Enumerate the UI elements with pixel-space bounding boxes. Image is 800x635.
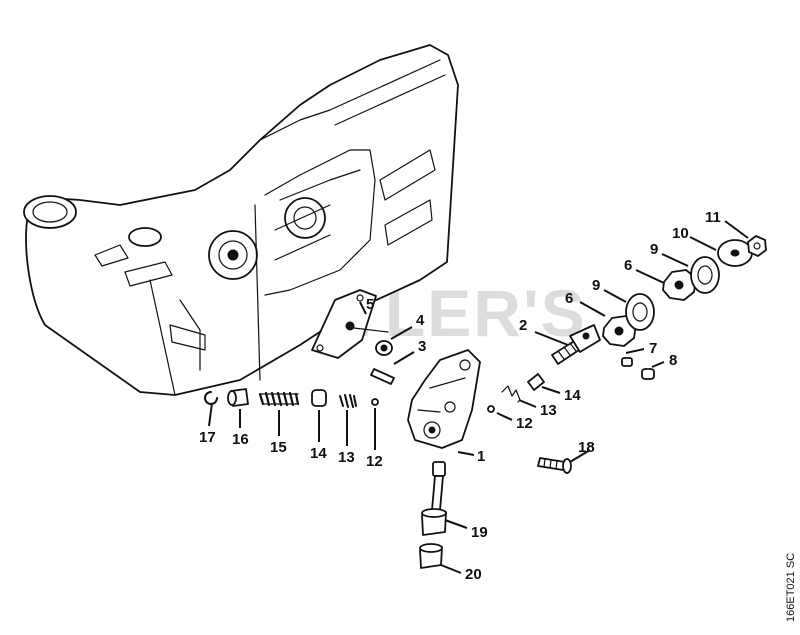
part-6-star-washer-lower xyxy=(602,315,637,347)
callout-14a: 14 xyxy=(310,445,327,462)
callout-19: 19 xyxy=(471,524,488,541)
leader-7 xyxy=(625,348,645,354)
callout-13a: 13 xyxy=(338,449,355,466)
callout-5: 5 xyxy=(366,296,374,313)
part-13-spring-right xyxy=(501,385,521,403)
part-14-pin-left xyxy=(311,389,327,407)
part-15-spring xyxy=(258,391,300,407)
callout-20: 20 xyxy=(465,566,482,583)
part-19-suction-hose xyxy=(421,461,447,536)
part-13-spring-left xyxy=(339,394,357,408)
leader-4 xyxy=(390,326,413,340)
callout-6b: 6 xyxy=(624,257,632,274)
leader-17 xyxy=(208,402,213,427)
part-20-filter xyxy=(419,543,443,569)
part-18-screw xyxy=(537,457,572,474)
callout-10: 10 xyxy=(672,225,689,242)
leader-1 xyxy=(457,451,475,456)
part-3-pin xyxy=(370,368,395,385)
part-9-thrust-washer-lower xyxy=(625,293,655,331)
callout-14b: 14 xyxy=(564,387,581,404)
drawing-code: 166ET021 SC xyxy=(785,553,797,622)
part-1-pump-housing xyxy=(407,349,481,449)
part-12-ball-left xyxy=(371,398,379,406)
leader-10 xyxy=(689,236,717,251)
callout-12b: 12 xyxy=(516,415,533,432)
part-12-ball-right xyxy=(487,405,495,413)
part-9-thrust-washer-upper xyxy=(690,256,720,294)
leader-12b xyxy=(496,412,513,421)
leader-6b xyxy=(635,269,665,284)
callout-labels: 1 2 3 4 5 6 6 7 8 9 9 10 11 12 12 13 13 … xyxy=(199,209,721,583)
leader-20 xyxy=(440,564,462,574)
leader-9a xyxy=(603,289,627,303)
callout-9b: 9 xyxy=(650,241,658,258)
leader-13b xyxy=(518,399,537,408)
callout-13b: 13 xyxy=(540,402,557,419)
leader-11 xyxy=(724,220,749,239)
part-4-washer xyxy=(375,340,393,356)
callout-4: 4 xyxy=(416,312,425,329)
callout-7: 7 xyxy=(649,340,657,357)
part-7-set-screw xyxy=(621,357,633,367)
part-10-washer xyxy=(717,239,753,267)
leader-5 xyxy=(359,301,367,315)
callout-9a: 9 xyxy=(592,277,600,294)
part-8-plug xyxy=(641,368,655,380)
callout-6a: 6 xyxy=(565,290,573,307)
callout-11: 11 xyxy=(705,209,721,226)
callout-12a: 12 xyxy=(366,453,383,470)
callout-16: 16 xyxy=(232,431,249,448)
part-14-pin-right xyxy=(527,373,545,391)
part-5-pump-plate xyxy=(311,289,389,359)
leader-6a xyxy=(579,301,606,317)
leader-14b xyxy=(541,386,561,394)
part-11-nut xyxy=(747,235,767,257)
callout-8: 8 xyxy=(669,352,677,369)
leader-lines xyxy=(208,220,749,574)
callout-3: 3 xyxy=(418,338,426,355)
callout-1: 1 xyxy=(477,448,485,465)
callout-2: 2 xyxy=(519,317,527,334)
callout-15: 15 xyxy=(270,439,287,456)
leader-9b xyxy=(661,253,689,267)
callout-17: 17 xyxy=(199,429,216,446)
callout-18: 18 xyxy=(578,439,595,456)
leader-2 xyxy=(534,331,569,346)
part-16-sleeve xyxy=(227,388,249,407)
leader-3 xyxy=(393,351,415,365)
leader-18 xyxy=(569,449,591,463)
part-6-star-washer-upper xyxy=(662,269,697,301)
leader-8 xyxy=(651,361,665,368)
part-17-circlip xyxy=(204,391,218,405)
leader-19 xyxy=(444,519,468,529)
